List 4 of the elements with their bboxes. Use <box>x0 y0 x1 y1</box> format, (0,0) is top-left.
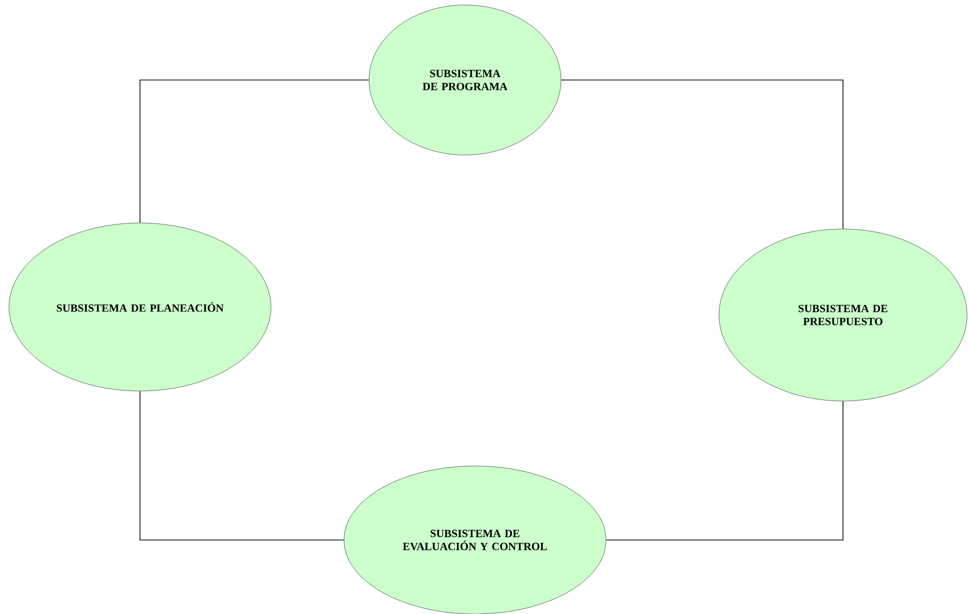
connector-line <box>140 390 344 540</box>
connector-line <box>606 400 844 540</box>
connector-line <box>560 80 844 230</box>
connector-line <box>140 80 370 224</box>
